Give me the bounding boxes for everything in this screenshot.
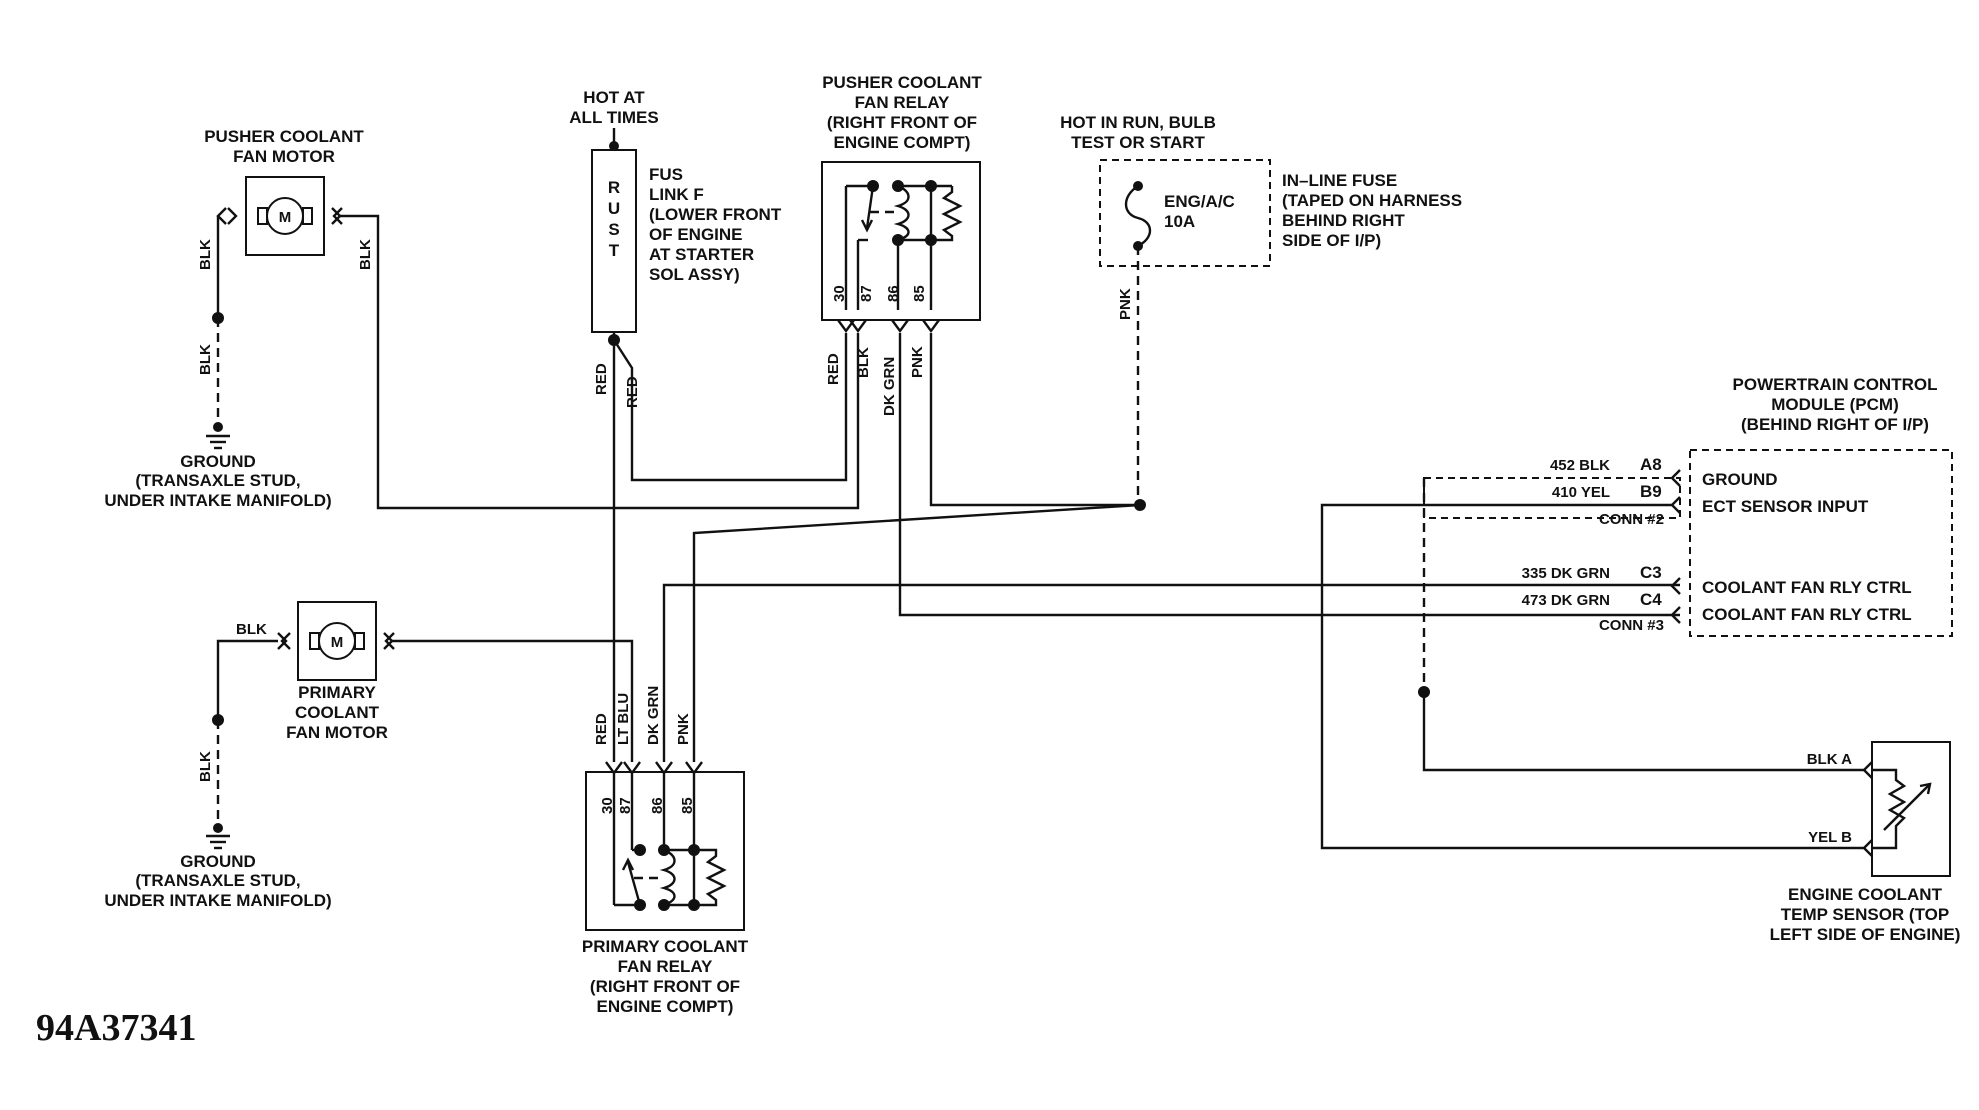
sensor-label-3: LEFT SIDE OF ENGINE) — [1770, 925, 1961, 944]
pcm-conn-2: CONN #2 — [1599, 511, 1664, 528]
fus-label-5: AT STARTER — [649, 245, 754, 264]
inline-fuse-label-3: BEHIND RIGHT — [1282, 211, 1405, 230]
pcm-wire-b9: 410 YEL — [1552, 484, 1610, 501]
primary-motor-label-3: FAN MOTOR — [286, 723, 388, 742]
sensor-label-1: ENGINE COOLANT — [1788, 885, 1943, 904]
pusher-pin-85: 85 — [911, 285, 928, 302]
ground2-label-1: GROUND — [180, 852, 256, 871]
pcm-pin-b9: B9 — [1640, 482, 1662, 501]
primary-fan-motor: M — [277, 601, 395, 681]
pusher-motor-label-1: PUSHER COOLANT — [204, 127, 364, 146]
figure-code: 94A37341 — [36, 1007, 196, 1049]
hot-in-run-2: TEST OR START — [1071, 133, 1205, 152]
pusher-pin-30: 30 — [831, 285, 848, 302]
pusher-relay-label-4: ENGINE COMPT) — [834, 133, 971, 152]
pusher-pin-87: 87 — [858, 285, 875, 302]
primary-pin-87: 87 — [617, 797, 634, 814]
ground1-label-1: GROUND — [180, 452, 256, 471]
hot-at-all-times-2: ALL TIMES — [569, 108, 658, 127]
pusher-relay: 30 87 86 85 — [821, 161, 981, 334]
pusher-86-dkgrn-label: DK GRN — [881, 357, 898, 416]
fus-body-u: U — [608, 199, 620, 218]
pcm-wire-a8: 452 BLK — [1550, 457, 1610, 474]
fus-body-r: R — [608, 178, 620, 197]
inline-fuse-label-1: IN–LINE FUSE — [1282, 171, 1397, 190]
inline-fuse-label-2: (TAPED ON HARNESS — [1282, 191, 1462, 210]
ground2-label-3: UNDER INTAKE MANIFOLD) — [104, 891, 331, 910]
inline-fuse-label-4: SIDE OF I/P) — [1282, 231, 1381, 250]
primary-relay-label-2: FAN RELAY — [618, 957, 713, 976]
primary-relay-label-1: PRIMARY COOLANT — [582, 937, 749, 956]
primary-pnk-label: PNK — [675, 713, 692, 745]
primary-ltblu-label: LT BLU — [615, 693, 632, 745]
fus-body-t: T — [609, 241, 620, 260]
fus-red-label-1: RED — [593, 363, 610, 395]
primary-relay: 30 87 86 85 — [585, 761, 745, 931]
pusher-fan-motor: PUSHER COOLANT FAN MOTOR M — [204, 127, 364, 256]
sensor-label-2: TEMP SENSOR (TOP — [1781, 905, 1949, 924]
pcm-module: 452 BLK A8 GROUND 410 YEL B9 ECT SENSOR … — [1423, 449, 1953, 637]
fus-label-4: OF ENGINE — [649, 225, 743, 244]
pcm-label-1: POWERTRAIN CONTROL — [1733, 375, 1938, 394]
pusher-ground-blk-label: BLK — [197, 344, 214, 375]
pusher-relay-label-3: (RIGHT FRONT OF — [827, 113, 977, 132]
primary-pin-85: 85 — [679, 797, 696, 814]
primary-pin-86: 86 — [649, 797, 666, 814]
primary-ground-blk-label: BLK — [197, 751, 214, 782]
primary-red-label: RED — [593, 713, 610, 745]
pcm-func-c3: COOLANT FAN RLY CTRL — [1702, 578, 1912, 597]
fus-label-3: (LOWER FRONT — [649, 205, 782, 224]
ground-symbol-2 — [206, 823, 230, 850]
pusher-motor-symbol: M — [279, 209, 292, 226]
ect-sensor — [1862, 741, 1951, 877]
pcm-conn-3: CONN #3 — [1599, 617, 1664, 634]
primary-motor-label-2: COOLANT — [295, 703, 380, 722]
pusher-motor-blk-label: BLK — [197, 239, 214, 270]
primary-motor-symbol: M — [331, 634, 344, 651]
primary-pin-30: 30 — [599, 797, 616, 814]
hot-at-all-times-1: HOT AT — [583, 88, 645, 107]
hot-in-run-1: HOT IN RUN, BULB — [1060, 113, 1216, 132]
fuse-pnk-label: PNK — [1117, 288, 1134, 320]
pcm-func-c4: COOLANT FAN RLY CTRL — [1702, 605, 1912, 624]
pcm-pin-a8: A8 — [1640, 455, 1662, 474]
fus-label-2: LINK F — [649, 185, 704, 204]
primary-relay-label-3: (RIGHT FRONT OF — [590, 977, 740, 996]
pusher-85-pnk-label: PNK — [909, 346, 926, 378]
pusher-relay-label-1: PUSHER COOLANT — [822, 73, 982, 92]
pcm-label-3: (BEHIND RIGHT OF I/P) — [1741, 415, 1929, 434]
ground1-label-3: UNDER INTAKE MANIFOLD) — [104, 491, 331, 510]
fus-red-label-2: RED — [624, 376, 641, 408]
fusible-link: R U S T — [591, 149, 637, 333]
pusher-motor-blk-right-label: BLK — [357, 239, 374, 270]
ground-symbol-1 — [206, 422, 230, 450]
pusher-pin-86: 86 — [885, 285, 902, 302]
fuse-name: ENG/A/C — [1164, 192, 1235, 211]
pcm-pin-c3: C3 — [1640, 563, 1662, 582]
pcm-pin-c4: C4 — [1640, 590, 1662, 609]
fus-label-1: FUS — [649, 165, 683, 184]
fus-body-s: S — [608, 220, 619, 239]
pcm-func-ect: ECT SENSOR INPUT — [1702, 497, 1869, 516]
sensor-pin-b: YEL B — [1808, 829, 1852, 846]
primary-motor-label-1: PRIMARY — [298, 683, 376, 702]
fus-label-6: SOL ASSY) — [649, 265, 740, 284]
primary-dkgrn-label: DK GRN — [645, 686, 662, 745]
pusher-30-red-label: RED — [825, 353, 842, 385]
pcm-label-2: MODULE (PCM) — [1771, 395, 1898, 414]
ground1-label-2: (TRANSAXLE STUD, — [135, 471, 300, 490]
pcm-wire-c4: 473 DK GRN — [1522, 592, 1610, 609]
pusher-relay-label-2: FAN RELAY — [855, 93, 950, 112]
sensor-pin-a: BLK A — [1807, 751, 1852, 768]
pcm-func-ground: GROUND — [1702, 470, 1778, 489]
pusher-motor-label-2: FAN MOTOR — [233, 147, 335, 166]
primary-relay-label-4: ENGINE COMPT) — [597, 997, 734, 1016]
inline-fuse: ENG/A/C 10A — [1099, 159, 1271, 267]
ground2-label-2: (TRANSAXLE STUD, — [135, 871, 300, 890]
pcm-wire-c3: 335 DK GRN — [1522, 565, 1610, 582]
primary-motor-blk-label: BLK — [236, 621, 267, 638]
pusher-87-blk-label: BLK — [855, 347, 872, 378]
fuse-rating: 10A — [1164, 212, 1195, 231]
